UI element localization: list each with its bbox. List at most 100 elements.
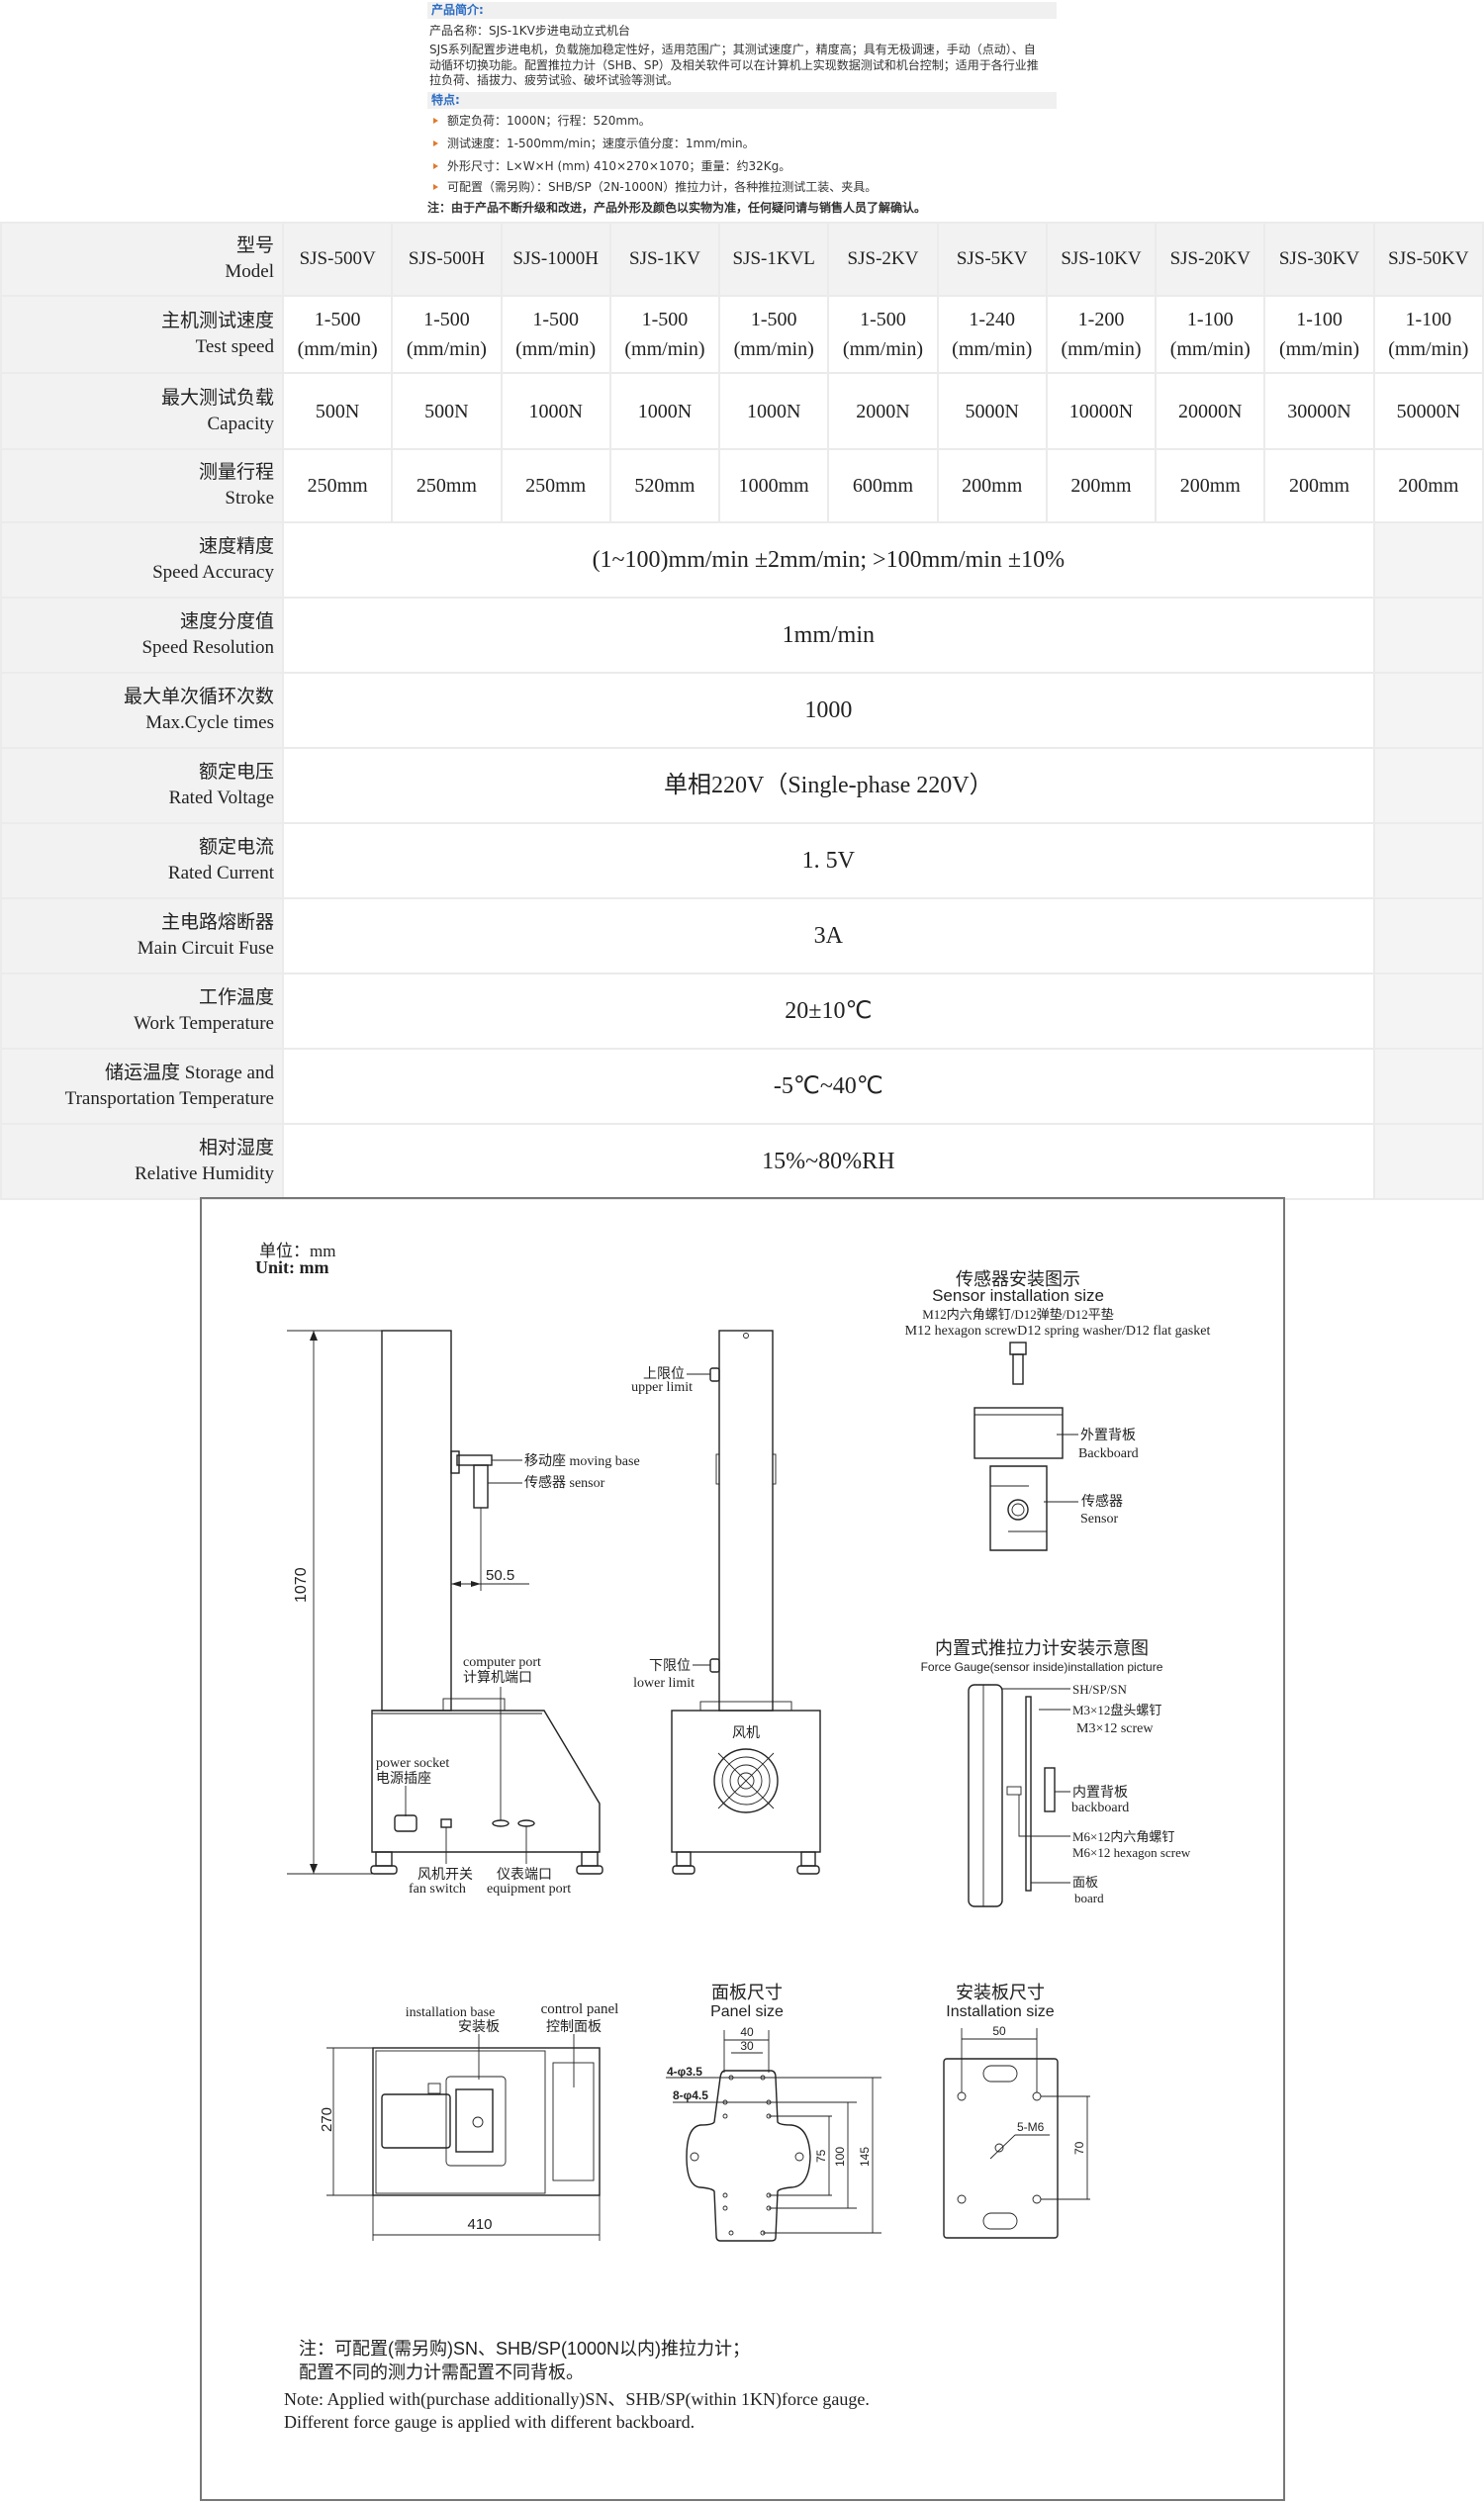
row-label-cn: 速度精度 <box>198 536 274 557</box>
model-header: SJS-2KV <box>827 222 939 297</box>
speed-unit: (mm/min) <box>733 338 814 360</box>
row-label-cn: 最大测试负载 <box>160 387 274 409</box>
dim-30: 30 <box>740 2039 754 2053</box>
speed-cell: 1-240(mm/min) <box>936 295 1048 374</box>
row-label: 速度精度 Speed Accuracy <box>0 521 284 599</box>
row-label-cn: 型号 <box>235 235 274 256</box>
capacity-cell: 5000N <box>936 372 1048 450</box>
top-view: 270 410 installation base 安装板 control pa… <box>319 2001 618 2241</box>
feature-item: 可配置（需另购）：SHB/SP（2N-1000N）推拉力计，各种推拉测试工装、夹… <box>433 180 877 195</box>
label-power-socket-cn: 电源插座 <box>376 1771 431 1787</box>
stroke-cell: 200mm <box>1045 448 1158 523</box>
model-header: SJS-1000H <box>500 222 611 297</box>
row-label-en: Speed Accuracy <box>152 562 274 583</box>
label-gauge-models: SH/SP/SN <box>1072 1682 1128 1697</box>
speed-value: 1-500 <box>423 309 470 330</box>
upper-limit-knob-icon <box>709 1367 720 1382</box>
label-inner-backboard-en: backboard <box>1071 1801 1129 1815</box>
desc-line: SJS系列配置步进电机，负载施加稳定性好，适用范围广；其测试速度广，精度高；具有… <box>429 43 1036 56</box>
merged-value: 15%~80%RH <box>282 1123 1375 1200</box>
empty-cell <box>1372 672 1484 749</box>
panel-size: 面板尺寸 Panel size 40 30 75 100 145 4-φ3.5 … <box>666 1983 881 2242</box>
empty-cell <box>1372 973 1484 1050</box>
install-size-title-en: Installation size <box>946 2003 1054 2020</box>
speed-cell: 1-500 (mm/min) <box>718 295 830 374</box>
label-panel-cn: 面板 <box>1072 1875 1098 1890</box>
speed-cell: 1-500(mm/min) <box>391 295 503 374</box>
label-power-socket-en: power socket <box>376 1756 449 1771</box>
label-upper-limit-en: upper limit <box>631 1380 693 1395</box>
label-computer-port-cn: 计算机端口 <box>463 1670 532 1686</box>
row-label-en: Main Circuit Fuse <box>137 938 274 959</box>
capacity-cell: 10000N <box>1045 372 1158 450</box>
label-lower-limit-cn: 下限位 <box>649 1658 691 1674</box>
label-sensor-cn: 传感器 <box>1081 1493 1123 1510</box>
row-label-en: Transportation Temperature <box>64 1088 274 1109</box>
capacity-cell: 500N <box>281 372 394 450</box>
dim-70: 70 <box>1072 2141 1086 2155</box>
panel-size-title-en: Panel size <box>710 2003 784 2020</box>
model-header: SJS-20KV <box>1155 222 1266 297</box>
note-en-1: Note: Applied with(purchase additionally… <box>284 2389 870 2410</box>
speed-cell: 1-500(mm/min) <box>608 295 721 374</box>
capacity-cell: 30000N <box>1263 372 1375 450</box>
fan-switch-icon <box>440 1818 452 1828</box>
product-name: 产品名称：SJS-1KV步进电动立式机台 <box>429 24 630 38</box>
merged-value: -5℃~40℃ <box>282 1048 1375 1125</box>
stroke-cell: 200mm <box>1372 448 1484 523</box>
speed-unit: (mm/min) <box>1169 338 1251 360</box>
model-header: SJS-5KV <box>936 222 1048 297</box>
label-m3-cn: M3×12盘头螺钉 <box>1072 1703 1161 1717</box>
sensor-install-title-cn: 传感器安装图示 <box>956 1269 1080 1289</box>
sensor-screw-en: M12 hexagon screwD12 spring washer/D12 f… <box>905 1324 1211 1339</box>
capacity-cell: 1000N <box>718 372 830 450</box>
row-label-en: Relative Humidity <box>135 1163 274 1184</box>
stroke-cell: 520mm <box>608 448 721 523</box>
label-m6-cn: M6×12内六角螺钉 <box>1072 1829 1174 1844</box>
gauge-install-title-cn: 内置式推拉力计安装示意图 <box>935 1638 1149 1658</box>
row-label-cn: 相对湿度 <box>198 1138 274 1158</box>
stroke-cell: 250mm <box>391 448 503 523</box>
speed-value: 1-240 <box>969 309 1016 330</box>
speed-unit: (mm/min) <box>1388 338 1469 360</box>
feature-item: 额定负荷：1000N；行程：520mm。 <box>433 114 651 129</box>
row-label-cn: 速度分度值 <box>179 611 274 632</box>
dim-100: 100 <box>833 2147 847 2167</box>
row-label-en: Model <box>225 261 274 282</box>
capacity-cell: 50000N <box>1372 372 1484 450</box>
label-control-panel-en: control panel <box>541 2001 619 2017</box>
merged-value: 1. 5V <box>282 822 1375 899</box>
dim-depth: 270 <box>319 2107 335 2132</box>
capacity-cell: 500N <box>391 372 503 450</box>
row-label-en: Test speed <box>195 336 274 357</box>
label-sensor: 传感器 sensor <box>524 1474 605 1491</box>
speed-value: 1-500 <box>750 309 797 330</box>
speed-cell: 1-100(mm/min) <box>1263 295 1375 374</box>
model-header: SJS-1KVL <box>718 222 830 297</box>
speed-value: 1-500 <box>641 309 689 330</box>
speed-cell: 1-500(mm/min) <box>500 295 611 374</box>
capacity-cell: 1000N <box>608 372 721 450</box>
label-m6-en: M6×12 hexagon screw <box>1072 1845 1191 1860</box>
merged-value: 3A <box>282 897 1375 974</box>
label-computer-port-en: computer port <box>463 1655 541 1670</box>
install-size-title-cn: 安装板尺寸 <box>956 1983 1045 2002</box>
model-header: SJS-30KV <box>1263 222 1375 297</box>
product-intro: 产品简介: 产品名称：SJS-1KV步进电动立式机台 SJS系列配置步进电机，负… <box>427 0 1057 220</box>
capacity-cell: 1000N <box>500 372 611 450</box>
speed-value: 1-500 <box>314 309 361 330</box>
speed-unit: (mm/min) <box>1061 338 1142 360</box>
computer-port-icon <box>492 1819 510 1827</box>
label-lower-limit-en: lower limit <box>633 1676 695 1691</box>
empty-cell <box>1372 1048 1484 1125</box>
